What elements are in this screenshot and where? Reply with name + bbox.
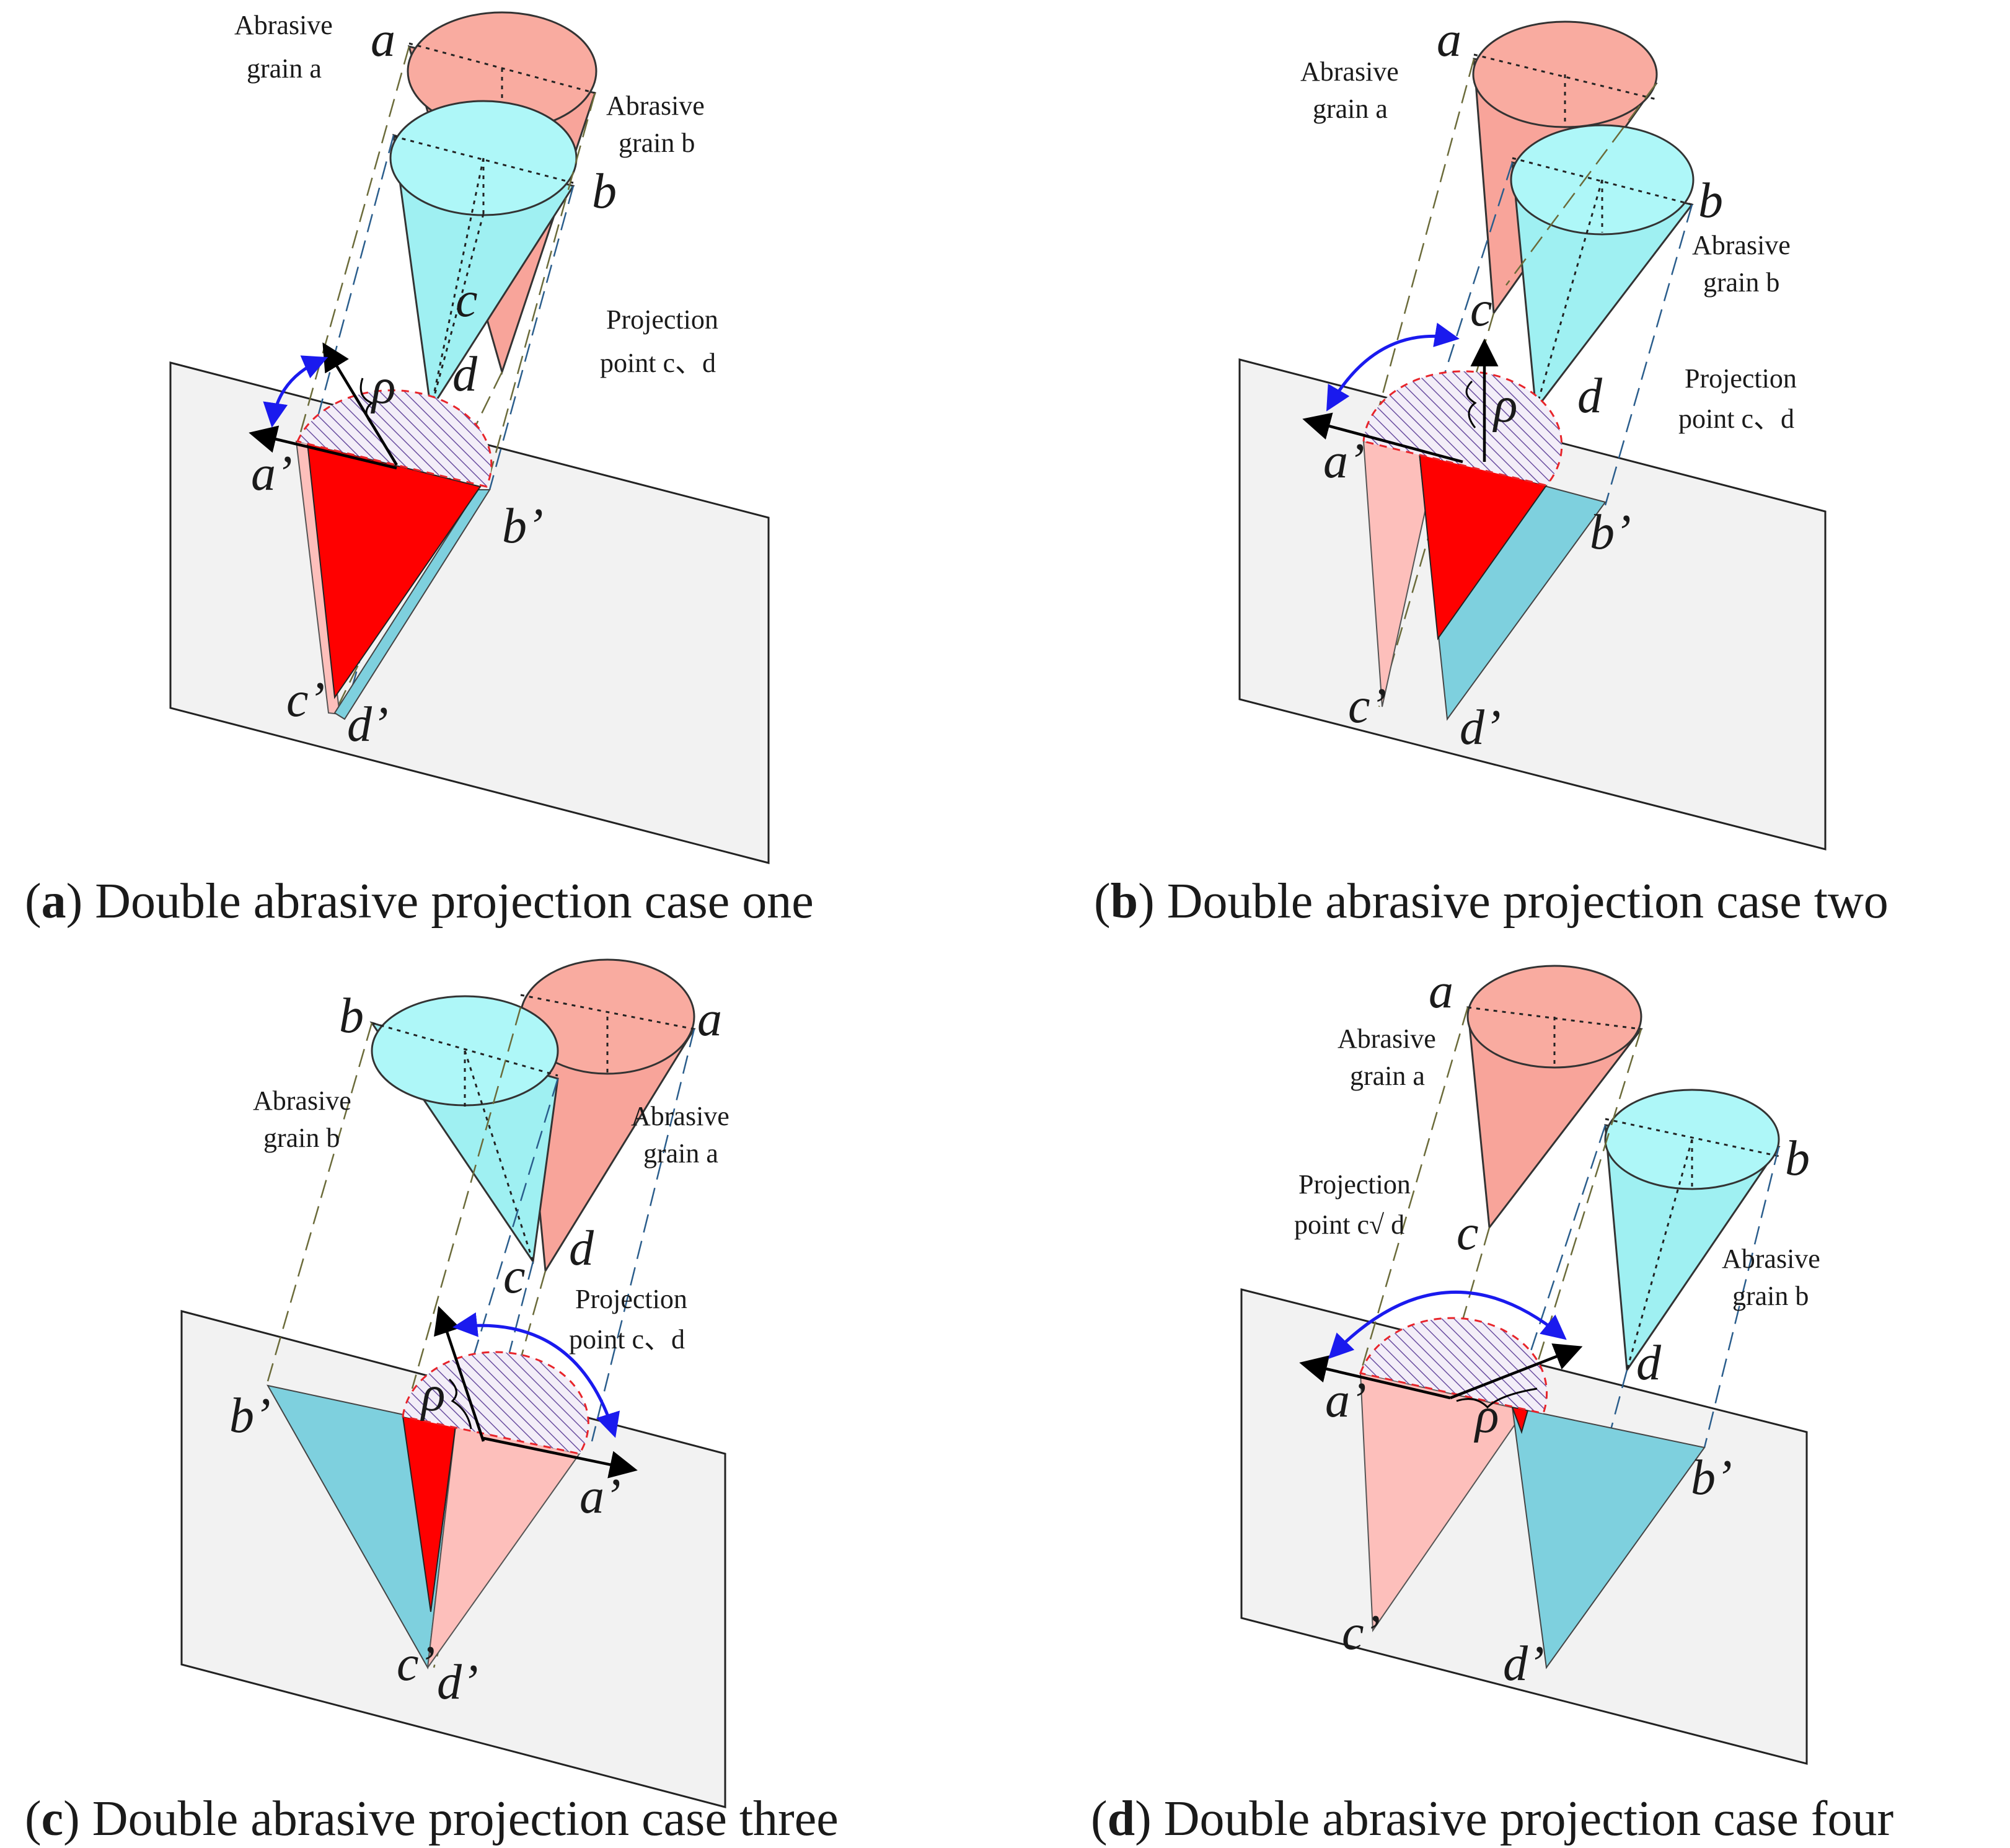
point-d-label: d (1636, 1336, 1662, 1390)
point-b-label: b (592, 164, 617, 219)
grain-b-text-2: grain b (1703, 267, 1779, 298)
projection-grain-b (333, 489, 491, 720)
proj-c-label: c’ (397, 1637, 435, 1691)
grain-a-text-1: Abrasive (1338, 1023, 1436, 1054)
projection-circle (296, 389, 493, 488)
projection-text-2: point c√ d (1294, 1209, 1404, 1240)
panel-a: ρ a b c d a’ b’ c’ d’ Abrasive grain a A… (25, 10, 814, 929)
axis-normal (322, 342, 398, 466)
abrasive-grain-b-cone (1510, 124, 1695, 412)
proj-a-label: a’ (251, 446, 293, 501)
projection-grain-b (1511, 1406, 1706, 1669)
point-c-label: c (1470, 282, 1492, 337)
point-d-label: d (1577, 369, 1603, 423)
proj-b-label: b’ (229, 1389, 271, 1443)
point-a-label: a (697, 992, 722, 1046)
grain-a-text-1: Abrasive (234, 10, 333, 40)
proj-a-label: a’ (580, 1469, 621, 1524)
rho-brace (1456, 1387, 1538, 1409)
proj-b-label: b’ (1691, 1451, 1732, 1505)
projection-text-1: Projection (606, 304, 718, 335)
point-a-label: a (1437, 12, 1461, 67)
point-c-label: c (1457, 1206, 1479, 1260)
caption-b: (b) Double abrasive projection case two (1094, 874, 1889, 929)
axis-a (1302, 412, 1463, 464)
rho-brace (1465, 380, 1477, 428)
proj-a-label: a’ (1323, 434, 1365, 489)
rho-label: ρ (420, 1367, 445, 1421)
point-b-label: b (1785, 1131, 1810, 1186)
projection-text-2: point c、d (569, 1324, 685, 1355)
rotation-arc (1326, 322, 1460, 412)
proj-d-label: d’ (1503, 1637, 1545, 1691)
projection-text-1: Projection (1685, 363, 1797, 394)
abrasive-grain-b-cone (369, 995, 559, 1265)
axis-a (483, 1436, 638, 1479)
proj-b-label: b’ (1590, 505, 1631, 560)
proj-a-label: a’ (1325, 1373, 1367, 1428)
grain-b-text-2: grain b (619, 128, 695, 158)
proj-c-label: c’ (1342, 1606, 1380, 1660)
projection-text-1: Projection (1298, 1169, 1411, 1200)
panel-c: ρ a b c d a’ b’ c’ d’ Abrasive grain b A… (25, 958, 839, 1846)
proj-c-label: c’ (1348, 679, 1386, 733)
abrasive-grain-a-cone (519, 958, 696, 1274)
proj-d-label: d’ (347, 697, 389, 752)
rho-brace (359, 378, 376, 429)
grain-a-text-1: Abrasive (631, 1101, 730, 1131)
abrasive-grain-a-cone (1466, 965, 1643, 1230)
projection-text-1: Projection (575, 1284, 687, 1314)
grain-a-text-2: grain a (1350, 1061, 1425, 1091)
grain-b-text-1: Abrasive (606, 91, 705, 121)
grain-b-text-2: grain b (1732, 1281, 1809, 1311)
point-a-label: a (371, 12, 395, 67)
caption-a: (a) Double abrasive projection case one (25, 874, 814, 929)
axis-a (249, 425, 397, 470)
point-c-label: c (503, 1249, 526, 1304)
caption-c: (c) Double abrasive projection case thre… (25, 1792, 839, 1846)
projection-text-2: point c、d (1678, 404, 1794, 434)
grain-b-text-1: Abrasive (253, 1085, 351, 1116)
abrasive-grain-b-cone (1604, 1089, 1781, 1373)
grain-a-text-2: grain a (247, 53, 322, 84)
point-d-label: d (452, 347, 478, 402)
proj-c-label: c’ (286, 673, 325, 727)
rotation-arc (263, 355, 328, 428)
panel-b: ρ a b c d a’ b’ c’ d’ Abrasive grain a A… (1094, 12, 1889, 929)
point-d-label: d (569, 1221, 594, 1276)
proj-b-label: b’ (502, 499, 544, 554)
point-a-label: a (1429, 964, 1453, 1019)
rotation-arc (452, 1312, 620, 1438)
axis-a (1299, 1355, 1451, 1400)
grain-b-text-1: Abrasive (1692, 230, 1791, 260)
grain-a-text-2: grain a (1313, 94, 1388, 124)
rho-label: ρ (370, 360, 395, 414)
point-c-label: c (456, 273, 478, 327)
proj-d-label: d’ (1460, 701, 1501, 755)
panel-d: ρ a b c d a’ b’ c’ d’ Abrasive grain a A… (1091, 964, 1893, 1846)
point-b-label: b (1698, 174, 1723, 228)
proj-d-label: d’ (437, 1655, 478, 1710)
rho-label: ρ (1492, 378, 1517, 433)
projection-text-2: point c、d (600, 348, 716, 378)
rho-label: ρ (1473, 1389, 1499, 1443)
grain-a-text-1: Abrasive (1300, 56, 1399, 87)
caption-d: (d) Double abrasive projection case four (1091, 1792, 1893, 1846)
point-b-label: b (339, 989, 364, 1043)
grain-b-text-2: grain b (263, 1123, 340, 1153)
rho-brace (448, 1378, 472, 1430)
abrasive-grain-b-cone (389, 100, 578, 412)
rotation-arc (1328, 1290, 1567, 1359)
grain-b-text-1: Abrasive (1722, 1244, 1820, 1274)
grain-a-text-2: grain a (643, 1138, 718, 1169)
